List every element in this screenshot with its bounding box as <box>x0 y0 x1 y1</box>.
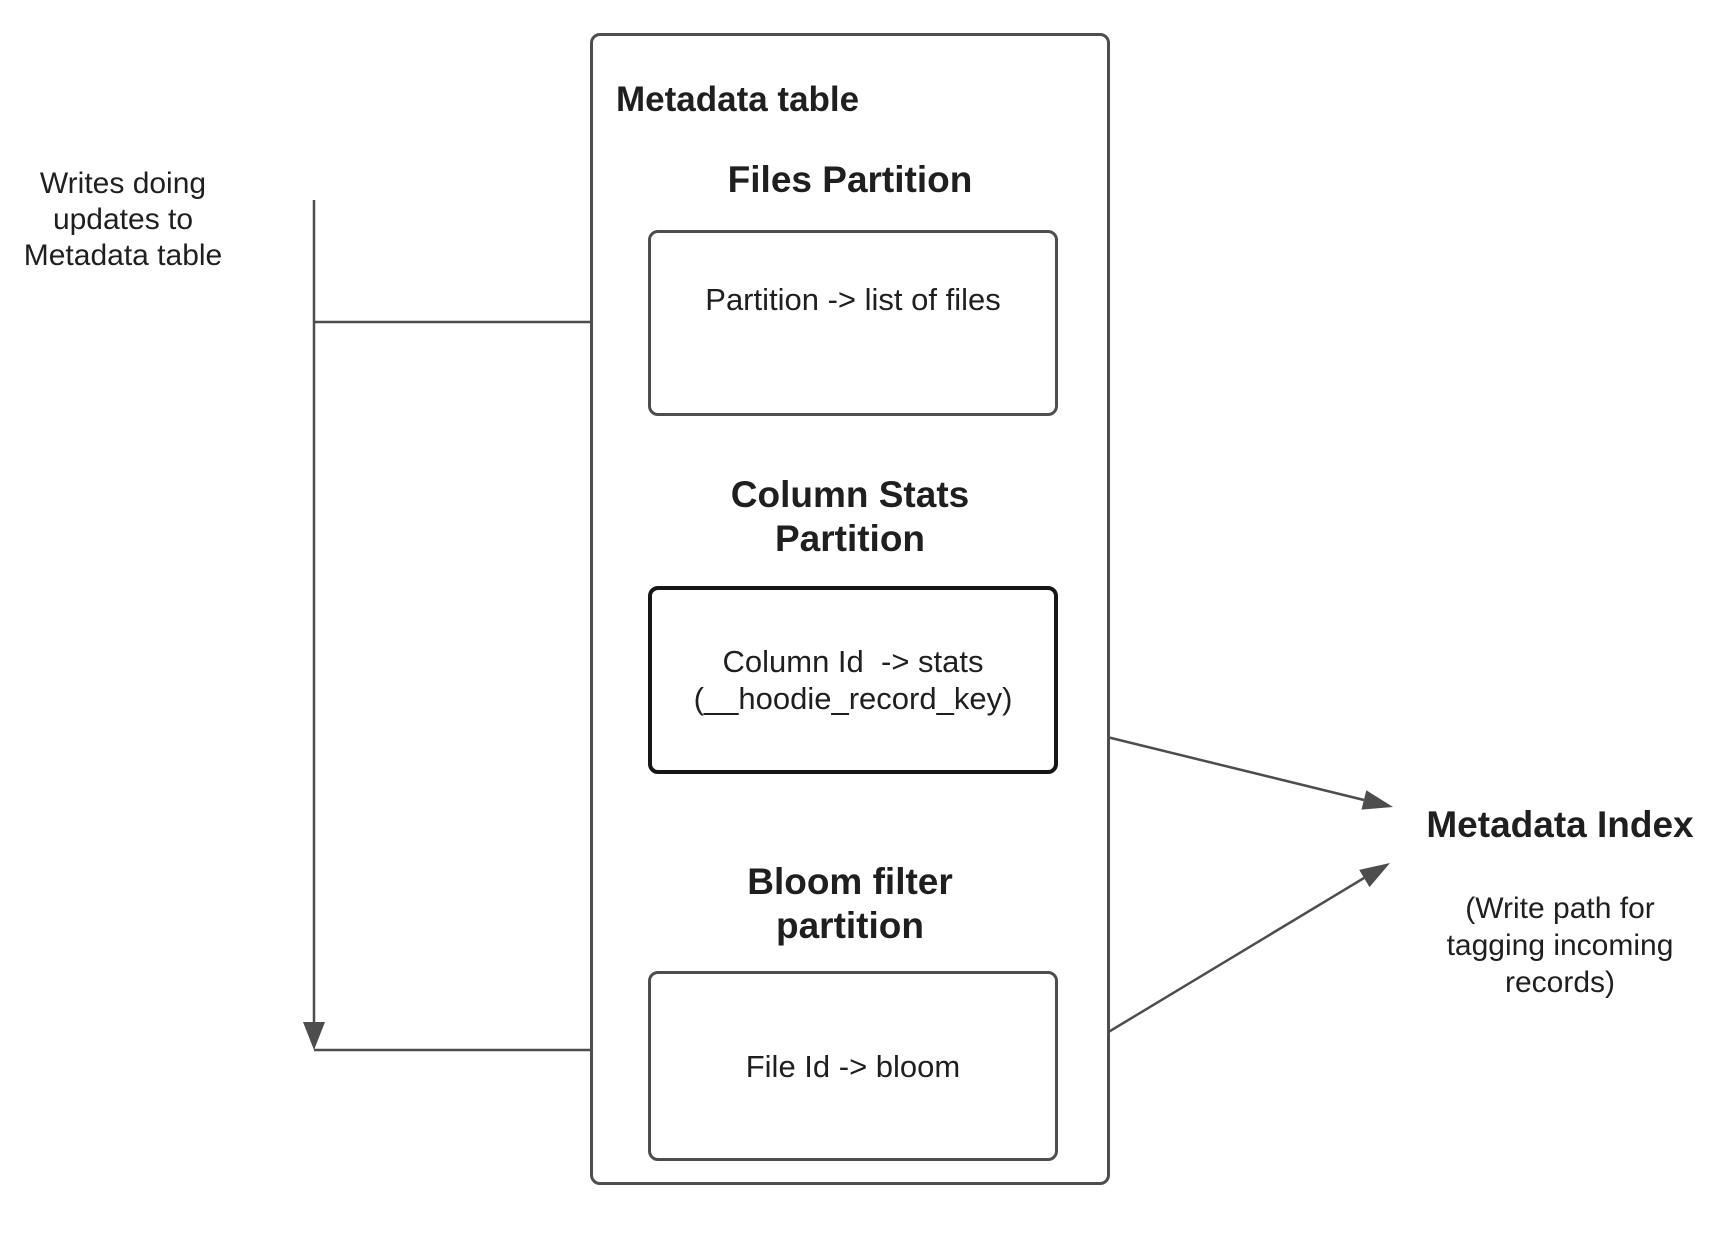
bloom-filter-partition-box-label: File Id -> bloom <box>745 1048 961 1084</box>
arrowhead-up-right-icon <box>1359 863 1390 888</box>
metadata-index-subtitle: (Write path for tagging incoming records… <box>1446 892 1674 999</box>
column-stats-partition-box-label: Column Id -> stats (__hoodie_record_key) <box>693 644 1013 716</box>
arrowhead-down-icon <box>303 1022 325 1050</box>
bloom-filter-partition-box: File Id -> bloom <box>648 971 1058 1161</box>
metadata-index-label: Metadata Index <box>1426 804 1694 845</box>
metadata-table-title: Metadata table <box>616 80 860 119</box>
writes-note: Writes doing updates to Metadata table <box>23 167 223 272</box>
arrowhead-right-icon <box>1361 790 1393 810</box>
files-partition-heading: Files Partition <box>727 159 973 200</box>
files-partition-box: Partition -> list of files <box>648 230 1058 416</box>
bloom-filter-partition-heading: Bloom filter partition <box>747 861 953 946</box>
files-partition-box-label: Partition -> list of files <box>705 281 1001 317</box>
column-stats-partition-heading: Column Stats Partition <box>730 474 970 559</box>
column-stats-partition-box: Column Id -> stats (__hoodie_record_key) <box>648 586 1058 774</box>
metadata-table-container: Metadata table Files Partition Partition… <box>590 33 1110 1185</box>
